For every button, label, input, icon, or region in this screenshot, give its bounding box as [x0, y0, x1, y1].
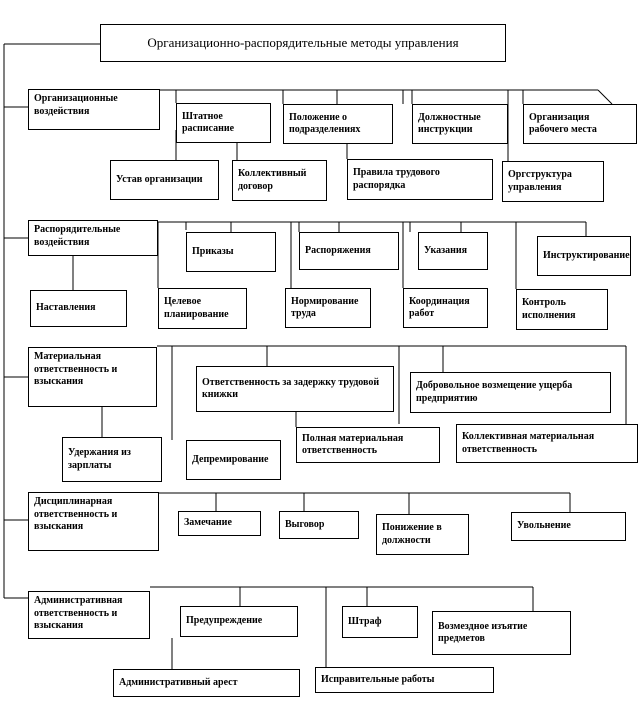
item-dismissal: Увольнение	[511, 512, 626, 541]
item-dispositions: Распоряжения	[299, 232, 399, 270]
item-execution-control: Контроль исполнения	[516, 289, 608, 330]
item-demotion: Понижение в должности	[376, 514, 469, 555]
item-department-regulations: Положение о подразделениях	[283, 104, 393, 144]
item-instructing: Инструктирование	[537, 236, 631, 276]
item-correctional-work: Исправительные работы	[315, 667, 494, 693]
item-fine: Штраф	[342, 606, 418, 638]
group-material: Материальная ответственность и взыскания	[28, 347, 157, 407]
item-staff-schedule: Штатное расписание	[176, 103, 271, 143]
group-organizational: Организационные воздействия	[28, 89, 160, 130]
item-admin-arrest: Административный арест	[113, 669, 300, 697]
item-reprimand: Выговор	[279, 511, 359, 539]
item-org-structure: Оргструктура управления	[502, 161, 604, 202]
item-workbook-delay: Ответственность за задержку трудовой кни…	[196, 366, 394, 412]
group-administrative: Административная ответственность и взыск…	[28, 591, 150, 639]
item-warning: Предупреждение	[180, 606, 298, 637]
item-guidance: Наставления	[30, 290, 127, 327]
item-bonus-deprivation: Депремирование	[186, 440, 281, 480]
item-full-material-liability: Полная материальная ответственность	[296, 427, 440, 463]
diagram-title: Организационно-распорядительные методы у…	[100, 24, 506, 62]
item-remark: Замечание	[178, 511, 261, 536]
g1-bus-tail	[597, 89, 613, 105]
item-collective-agreement: Коллективный договор	[232, 160, 327, 201]
item-collective-material-liability: Коллективная материальная ответственност…	[456, 424, 638, 463]
item-workplace-organization: Организация рабочего места	[523, 104, 637, 144]
item-work-coordination: Координация работ	[403, 288, 488, 328]
item-labor-rationing: Нормирование труда	[285, 288, 371, 328]
item-target-planning: Целевое планирование	[158, 288, 247, 329]
item-labor-rules: Правила трудового распорядка	[347, 159, 493, 200]
item-orders: Приказы	[186, 232, 276, 272]
group-directive: Распорядительные воздействия	[28, 220, 158, 256]
item-salary-deductions: Удержания из зарплаты	[62, 437, 162, 482]
group-disciplinary: Дисциплинарная ответственность и взыскан…	[28, 492, 159, 551]
item-voluntary-compensation: Добровольное возмещение ущерба предприят…	[410, 372, 611, 413]
item-instructions: Указания	[418, 232, 488, 270]
item-charter: Устав организации	[110, 160, 219, 200]
item-confiscation: Возмездное изъятие предметов	[432, 611, 571, 655]
item-job-descriptions: Должностные инструкции	[412, 104, 508, 144]
